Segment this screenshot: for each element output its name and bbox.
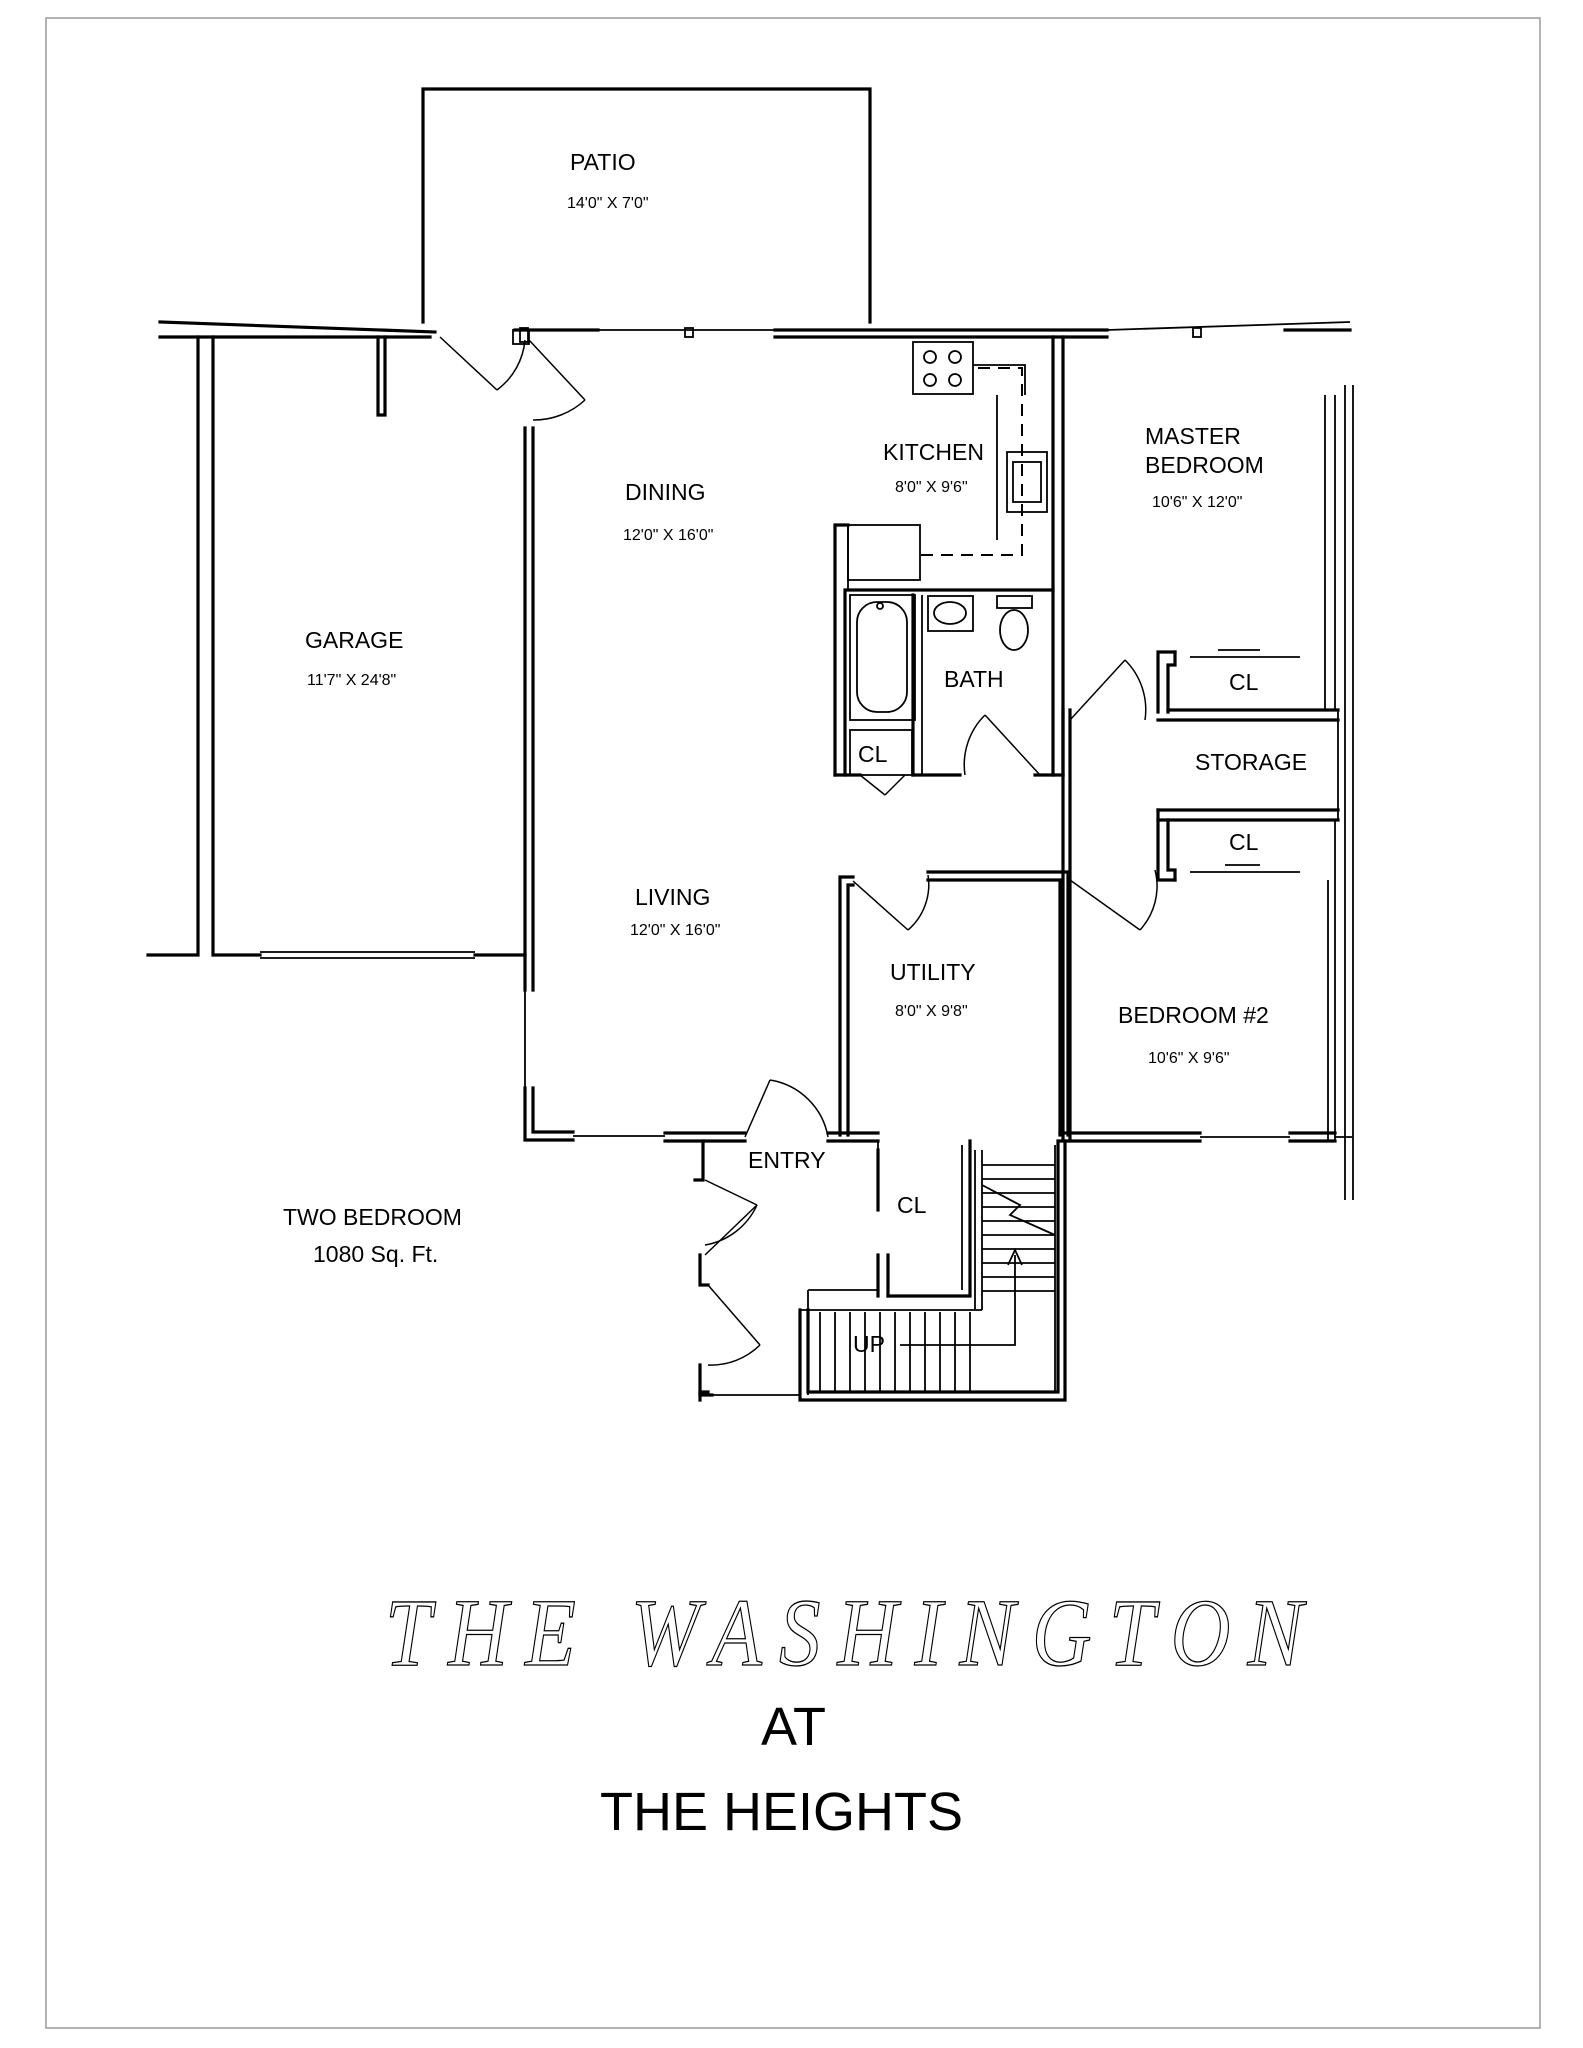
patio-dims: 14'0" X 7'0" xyxy=(567,195,649,212)
living-dims: 12'0" X 16'0" xyxy=(630,922,720,939)
plan-area: 1080 Sq. Ft. xyxy=(313,1241,438,1267)
patio-outline xyxy=(421,87,872,324)
kitchen-bath-block xyxy=(833,335,1065,796)
stairs xyxy=(798,1139,1067,1402)
garage-door-swing xyxy=(439,329,586,421)
entry-walls xyxy=(693,1079,972,1402)
title-community: THE HEIGHTS xyxy=(600,1782,963,1842)
garage-label: GARAGE xyxy=(305,627,403,653)
dining-label: DINING xyxy=(625,479,706,505)
title-at: AT xyxy=(761,1697,826,1757)
patio-label: PATIO xyxy=(570,149,636,175)
bedroom2-closet-label: CL xyxy=(1229,829,1259,855)
stairs-up-label: UP xyxy=(853,1331,885,1357)
storage-label: STORAGE xyxy=(1195,749,1307,775)
bedroom2-bottom-wall xyxy=(1058,1131,1352,1143)
garage-dims: 11'7" X 24'8" xyxy=(307,672,396,689)
master-bedroom-label-1: MASTER xyxy=(1145,423,1241,449)
page-border xyxy=(45,17,1541,2029)
master-bedroom-walls xyxy=(1061,385,1354,1200)
garage-walls xyxy=(146,335,535,1088)
title-name: THE WASHINGTON xyxy=(385,1579,1320,1686)
living-label: LIVING xyxy=(635,884,710,910)
master-closet-label: CL xyxy=(1229,669,1259,695)
exterior-top-wall xyxy=(158,320,1352,343)
living-bottom-wall xyxy=(523,1086,747,1143)
master-bedroom-label-2: BEDROOM xyxy=(1145,452,1264,478)
bedroom2-dims: 10'6" X 9'6" xyxy=(1148,1050,1230,1067)
entry-label: ENTRY xyxy=(748,1147,826,1173)
bath-closet-label: CL xyxy=(858,741,888,767)
stair-arrow xyxy=(900,1184,1056,1346)
master-bedroom-dims: 10'6" X 12'0" xyxy=(1152,494,1242,511)
bath-label: BATH xyxy=(944,666,1004,692)
utility-walls xyxy=(838,869,1158,1137)
utility-label: UTILITY xyxy=(890,959,976,985)
utility-dims: 8'0" X 9'8" xyxy=(895,1003,968,1020)
kitchen-label: KITCHEN xyxy=(883,439,984,465)
entry-closet-label: CL xyxy=(897,1192,927,1218)
stair-treads xyxy=(819,1164,1055,1392)
bedroom2-label: BEDROOM #2 xyxy=(1118,1002,1269,1028)
plan-type: TWO BEDROOM xyxy=(283,1204,462,1230)
kitchen-dims: 8'0" X 9'6" xyxy=(895,479,968,496)
dining-dims: 12'0" X 16'0" xyxy=(623,527,713,544)
